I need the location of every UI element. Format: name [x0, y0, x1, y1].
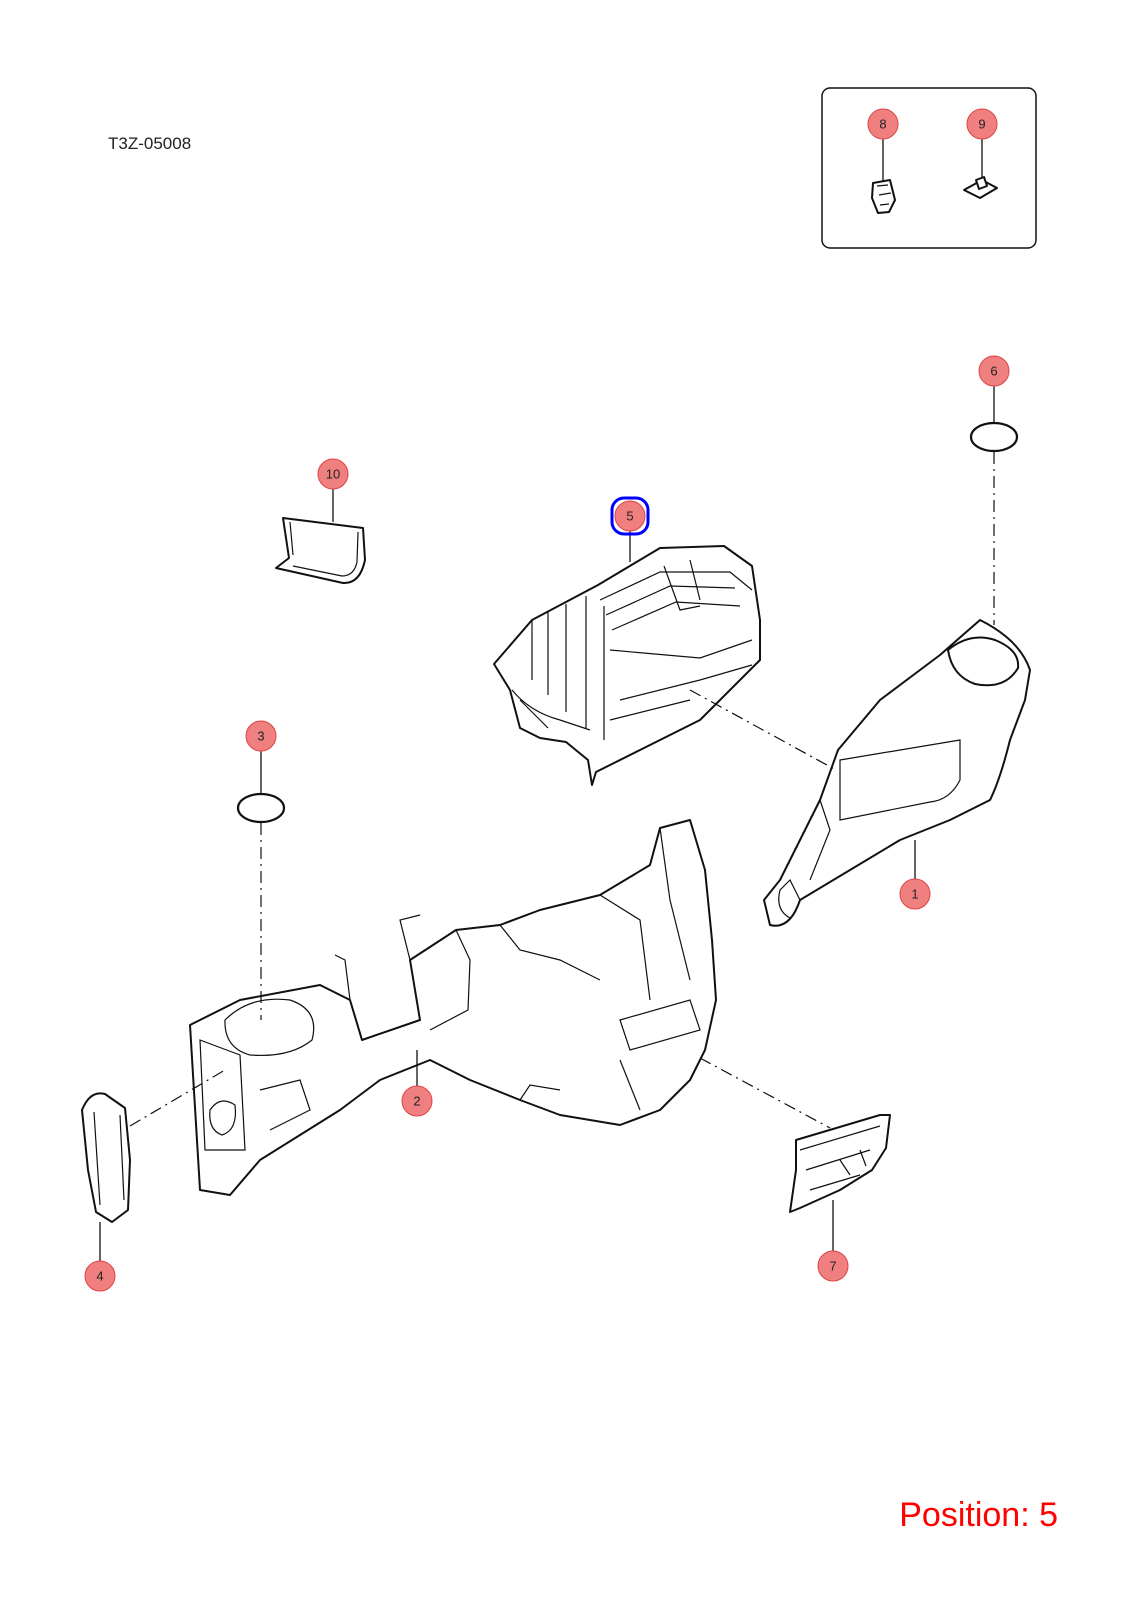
callout-2[interactable]: 2 — [401, 1085, 433, 1117]
part-10-trim-panel[interactable] — [275, 517, 366, 585]
callout-number: 9 — [978, 117, 985, 132]
selected-callout-highlight — [610, 496, 650, 536]
part-6-ring[interactable] — [969, 421, 1019, 453]
part-3-ring[interactable] — [236, 792, 286, 824]
part-5-storage-box[interactable] — [493, 545, 761, 786]
callout-circle — [317, 458, 349, 490]
callout-circle — [401, 1085, 433, 1117]
callout-circle — [245, 720, 277, 752]
callout-circle — [966, 108, 998, 140]
assembly-line-5-1 — [689, 689, 837, 771]
part-2-main-console[interactable] — [189, 819, 717, 1196]
callout-number: 3 — [257, 729, 264, 744]
callout-1[interactable]: 1 — [899, 878, 931, 910]
diagram-code: T3Z-05008 — [108, 134, 192, 153]
callout-number: 10 — [326, 467, 340, 482]
callout-number: 5 — [626, 509, 633, 524]
callout-10[interactable]: 10 — [317, 458, 349, 490]
callout-number: 6 — [990, 364, 997, 379]
callout-circle — [817, 1250, 849, 1282]
callout-number: 7 — [829, 1259, 836, 1274]
callout-circle — [867, 108, 899, 140]
callout-circle — [978, 355, 1010, 387]
callout-6[interactable]: 6 — [978, 355, 1010, 387]
callout-number: 1 — [911, 887, 918, 902]
part-9-clip-nut[interactable] — [963, 176, 998, 199]
callout-8[interactable]: 8 — [867, 108, 899, 140]
callout-number: 2 — [413, 1094, 420, 1109]
assembly-line-4-2 — [129, 1069, 226, 1127]
part-7-bracket[interactable] — [789, 1114, 891, 1213]
callout-circle — [614, 500, 646, 532]
callout-4[interactable]: 4 — [84, 1260, 116, 1292]
callout-circle — [899, 878, 931, 910]
callout-9[interactable]: 9 — [966, 108, 998, 140]
part-1-rear-console[interactable] — [763, 619, 1031, 927]
callout-5[interactable]: 5 — [610, 496, 650, 536]
callout-group: 1 2 3 4 5 6 7 8 9 10 — [84, 108, 1010, 1292]
callout-7[interactable]: 7 — [817, 1250, 849, 1282]
assembly-line-2-7 — [699, 1057, 831, 1129]
callout-number: 4 — [96, 1269, 103, 1284]
part-4-side-trim[interactable] — [81, 1092, 131, 1223]
callout-circle — [84, 1260, 116, 1292]
part-8-clip[interactable] — [871, 179, 896, 214]
callout-number: 8 — [879, 117, 886, 132]
inset-box — [821, 87, 1037, 249]
position-label: Position: 5 — [899, 1496, 1058, 1534]
callout-3[interactable]: 3 — [245, 720, 277, 752]
